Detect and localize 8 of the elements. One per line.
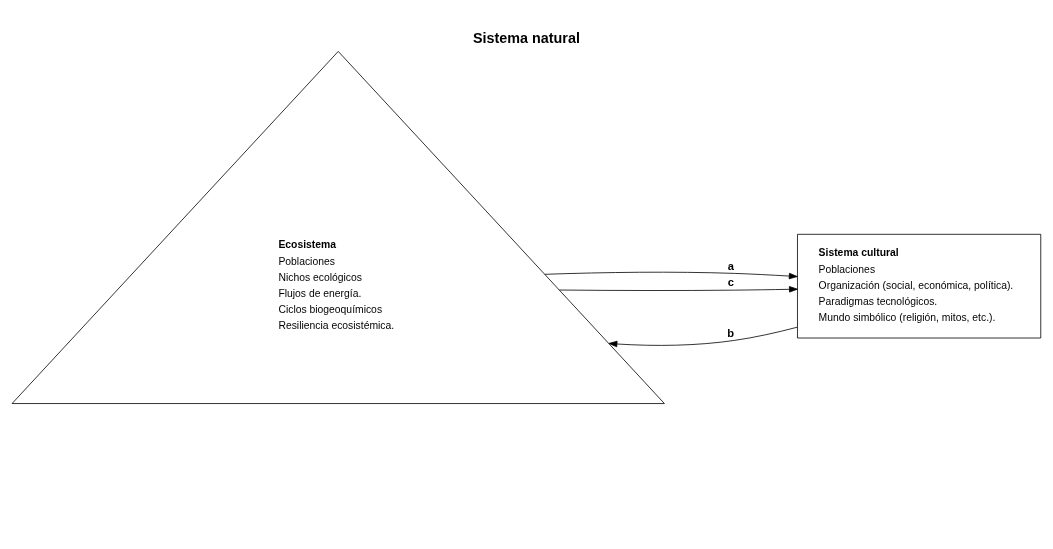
arrow xyxy=(544,271,798,279)
node-box: Sistema cultural Poblaciones Organización (social, económica, política). Paradigmas tecnológicos. Mundo simbólico (religión, mitos, etc.). xyxy=(797,233,1042,338)
arrow xyxy=(608,326,798,347)
edge-label: a xyxy=(727,259,734,272)
arrow xyxy=(559,285,798,292)
diagram-title: Sistema natural xyxy=(473,29,580,46)
edge-label: c xyxy=(727,275,734,288)
edge-label: b xyxy=(727,326,735,339)
